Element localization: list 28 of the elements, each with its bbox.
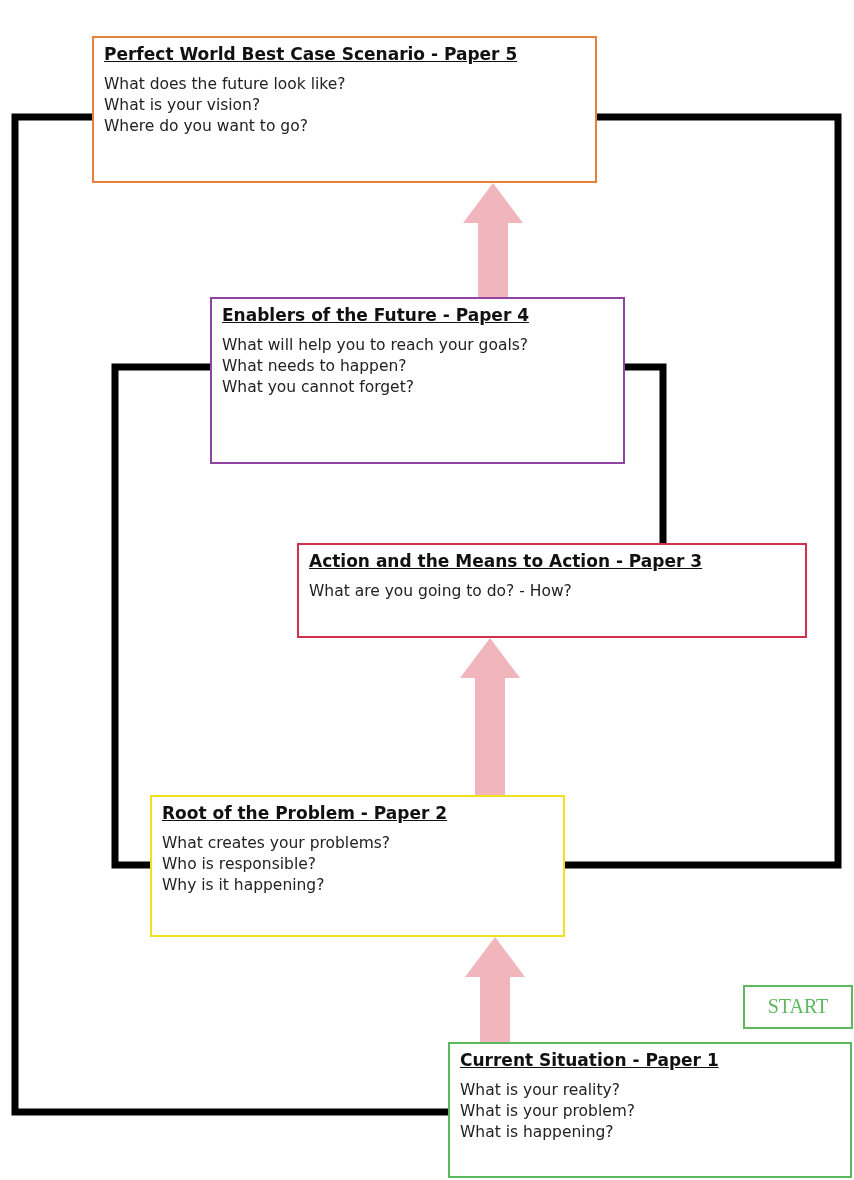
- question-text: What does the future look like?: [104, 74, 347, 95]
- question-text: What creates your problems?: [162, 833, 392, 854]
- question-text: What is happening?: [460, 1121, 615, 1143]
- paper-box: [150, 795, 565, 937]
- question-text: Where do you want to go?: [104, 115, 309, 137]
- question-text: Who is responsible?: [162, 853, 317, 875]
- block-arrow: [460, 638, 520, 795]
- question-text: What are you going to do? - How?: [309, 581, 573, 602]
- paper-box: [448, 1042, 852, 1178]
- box-heading: Current Situation - Paper 1: [460, 1050, 719, 1070]
- box-heading: Root of the Problem - Paper 2: [162, 803, 448, 823]
- question-text: What will help you to reach your goals?: [222, 335, 530, 356]
- question-text: What is your vision?: [104, 94, 262, 116]
- question-text: What you cannot forget?: [222, 376, 415, 398]
- box-heading: Perfect World Best Case Scenario - Paper 5: [104, 44, 518, 64]
- paper-box: [92, 36, 597, 183]
- paper-box: [297, 543, 807, 638]
- question-text: What needs to happen?: [222, 355, 408, 377]
- question-text: What is your reality?: [460, 1080, 621, 1101]
- box-heading: Action and the Means to Action - Paper 3: [309, 551, 703, 571]
- block-arrow: [463, 183, 523, 297]
- start-box: [743, 985, 853, 1029]
- question-text: What is your problem?: [460, 1100, 637, 1122]
- box-heading: Enablers of the Future - Paper 4: [222, 305, 529, 325]
- paper-box: [210, 297, 625, 464]
- start-label: START: [766, 994, 830, 1019]
- question-text: Why is it happening?: [162, 874, 326, 896]
- block-arrow: [465, 937, 525, 1042]
